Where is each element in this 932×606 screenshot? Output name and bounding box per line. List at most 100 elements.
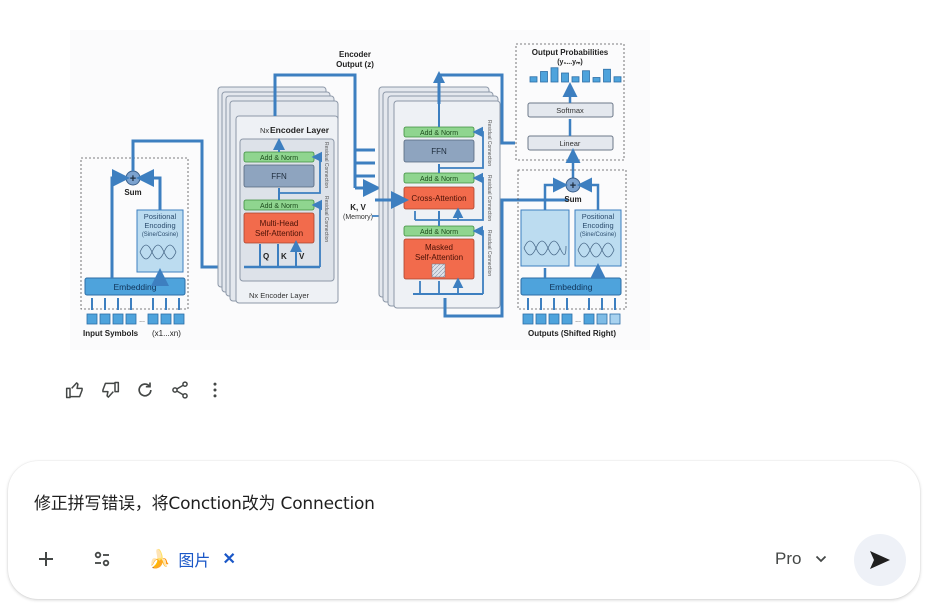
svg-text:(Sine/Cosine): (Sine/Cosine)	[580, 232, 616, 238]
svg-text:Residual Connection: Residual Connection	[323, 142, 329, 188]
outputs-shifted-label: Outputs (Shifted Right)	[528, 329, 616, 338]
svg-text:Nx: Nx	[260, 126, 269, 135]
svg-text:Self-Attention: Self-Attention	[415, 253, 463, 262]
prompt-input[interactable]: 修正拼写错误，将Conction改为 Connection	[34, 494, 375, 514]
svg-text:Q: Q	[263, 252, 269, 261]
svg-text:Residual Connection: Residual Connection	[323, 196, 329, 242]
svg-text:...: ...	[139, 317, 145, 324]
svg-text:FFN: FFN	[431, 147, 447, 156]
tune-icon	[94, 551, 110, 567]
svg-text:Sum: Sum	[564, 195, 581, 204]
svg-text:Positional: Positional	[582, 212, 615, 221]
svg-text:Linear: Linear	[560, 139, 581, 148]
close-icon[interactable]: ✕	[222, 551, 236, 568]
prompt-composer[interactable]: 修正拼写错误，将Conction改为 Connection 🍌 图片 ✕ Pro	[8, 461, 920, 599]
embedding-box	[520, 277, 622, 296]
svg-text:Softmax: Softmax	[556, 106, 584, 115]
svg-text:Encoding: Encoding	[144, 221, 175, 230]
probability-bar	[540, 71, 548, 83]
banana-icon: 🍌	[148, 548, 171, 569]
probability-bar	[571, 76, 580, 83]
svg-text:Add & Norm: Add & Norm	[420, 229, 458, 236]
svg-text:Output (z): Output (z)	[336, 60, 374, 69]
decoder-stack: Add & Norm FFN Add & Norm Cross-Attentio…	[375, 75, 501, 309]
svg-text:Residual Connection: Residual Connection	[486, 175, 492, 221]
probability-bar	[550, 67, 559, 83]
svg-text:Embedding: Embedding	[113, 282, 156, 292]
output-embedding-border	[517, 169, 627, 310]
svg-text:(y₁...yₘ): (y₁...yₘ)	[557, 59, 583, 66]
send-icon	[870, 551, 890, 569]
tools-button[interactable]	[86, 543, 118, 575]
svg-text:Self-Attention: Self-Attention	[255, 229, 303, 238]
probability-bar	[561, 72, 569, 83]
transformer-diagram-image[interactable]: + Sum Positional Encoding (Sine/Cosine) …	[70, 30, 650, 350]
svg-text:Nx Encoder Layer: Nx Encoder Layer	[249, 291, 310, 300]
image-tool-chip[interactable]: 🍌 图片 ✕	[148, 543, 236, 575]
kv-label: K, V	[350, 203, 366, 212]
masked-attention-box	[403, 238, 475, 280]
svg-text:Cross-Attention: Cross-Attention	[411, 194, 466, 203]
svg-text:Add & Norm: Add & Norm	[260, 155, 298, 162]
sum-label: Sum	[124, 188, 141, 197]
thumbs-down-button[interactable]	[95, 375, 125, 405]
thumbs-up-icon	[65, 382, 83, 399]
svg-text:Embedding: Embedding	[549, 282, 592, 292]
probability-bar	[613, 76, 622, 83]
composer-tools: 🍌 图片 ✕	[30, 543, 236, 575]
svg-text:FFN: FFN	[271, 172, 287, 181]
svg-text:...: ...	[575, 317, 581, 324]
probability-bar	[582, 70, 590, 83]
svg-text:Residual Connection: Residual Connection	[486, 120, 492, 166]
encoder-output-label: Encoder	[339, 50, 371, 59]
more-options-button[interactable]	[200, 375, 230, 405]
response-actions	[60, 374, 235, 406]
ffn-box	[403, 139, 475, 163]
encoder-stack: Nx Encoder Layer Add & Norm FFN Add & No…	[217, 86, 339, 304]
svg-text:K: K	[281, 252, 287, 261]
input-symbols: ...	[86, 313, 185, 325]
refresh-icon	[138, 382, 152, 397]
image-chip-label: 图片	[178, 551, 211, 570]
svg-text:Add & Norm: Add & Norm	[420, 176, 458, 183]
chevron-down-icon	[816, 555, 827, 563]
mask-matrix-icon	[431, 263, 446, 278]
probability-bar	[603, 68, 611, 83]
input-arrows	[91, 298, 180, 310]
input-symbols-label: Input Symbols	[83, 329, 139, 338]
positional-encoding-box	[136, 209, 184, 273]
svg-text:+: +	[570, 180, 576, 192]
ffn-box	[243, 164, 315, 188]
sine-wave-icon	[139, 244, 177, 260]
svg-text:+: +	[130, 173, 136, 185]
probability-bar	[592, 77, 601, 83]
regenerate-button[interactable]	[130, 375, 160, 405]
svg-text:Add & Norm: Add & Norm	[260, 203, 298, 210]
svg-text:Add & Norm: Add & Norm	[420, 130, 458, 137]
svg-text:Masked: Masked	[425, 243, 453, 252]
plus-icon	[39, 552, 53, 566]
share-icon	[172, 381, 188, 399]
share-button[interactable]	[165, 375, 195, 405]
thumbs-up-button[interactable]	[60, 375, 90, 405]
multi-head-attention-box	[243, 212, 315, 244]
svg-text:Multi-Head: Multi-Head	[260, 219, 299, 228]
model-label: Pro	[775, 549, 802, 568]
transformer-diagram: + Sum Positional Encoding (Sine/Cosine) …	[70, 30, 650, 350]
svg-text:Encoder Layer: Encoder Layer	[270, 125, 330, 135]
svg-text:V: V	[299, 252, 305, 261]
output-probs-label: Output Probabilities	[532, 48, 609, 57]
svg-text:(Sine/Cosine): (Sine/Cosine)	[142, 232, 178, 238]
svg-text:(x1...xn): (x1...xn)	[152, 329, 181, 338]
svg-text:(Memory): (Memory)	[343, 214, 373, 221]
svg-text:Encoding: Encoding	[582, 221, 613, 230]
add-button[interactable]	[30, 543, 62, 575]
chat-area: + Sum Positional Encoding (Sine/Cosine) …	[60, 30, 650, 406]
svg-text:Positional: Positional	[144, 212, 177, 221]
probability-bar	[529, 76, 538, 83]
model-selector[interactable]: Pro	[775, 549, 827, 569]
more-vert-icon	[213, 382, 217, 398]
send-button[interactable]	[854, 534, 906, 586]
svg-text:Residual Connection: Residual Connection	[486, 230, 492, 276]
output-symbols: ...	[522, 313, 621, 325]
